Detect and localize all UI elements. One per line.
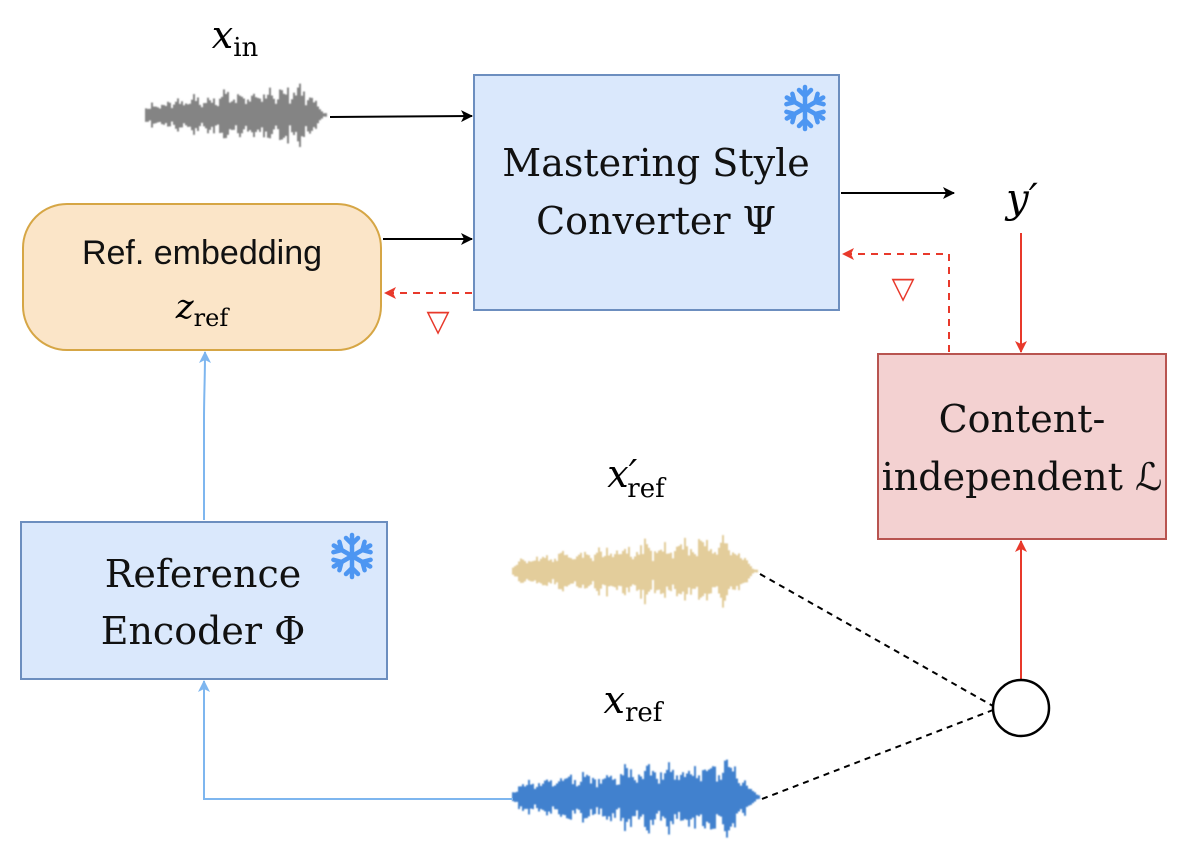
input-waveform (145, 83, 327, 148)
loss-box (877, 353, 1167, 540)
embedding-label-line1: Ref. embedding (82, 234, 322, 272)
converter-label-line1: Mastering Style (502, 141, 809, 185)
gradient-symbol: ▽ (891, 271, 914, 306)
arrow-reference-to-encoder (198, 680, 513, 800)
arrow-input-to-converter (329, 110, 473, 123)
encoder-label-line1: Reference (105, 552, 302, 596)
arrow-encoder-to-embedding (198, 351, 211, 520)
x-ref-label: xref (604, 678, 665, 728)
embedding-variable: zref (175, 287, 231, 332)
loss-label-line2: independent ℒ (882, 455, 1163, 499)
connector-refprime-to-circle (759, 573, 994, 707)
embedding-box (22, 203, 382, 351)
x-in-label: xin (212, 13, 259, 63)
comparison-circle (991, 678, 1051, 738)
gradient-loss-to-converter (842, 248, 950, 352)
x-ref-prime-label: x′ref (607, 452, 667, 504)
converter-label-line2: Converter Ψ (536, 199, 776, 243)
reference-prime-waveform (512, 535, 758, 608)
reference-waveform (512, 759, 760, 838)
encoder-box (20, 521, 388, 680)
gradient-symbol: ▽ (426, 304, 449, 339)
y-prime-label: y′ (1004, 176, 1038, 222)
converter-box (473, 74, 840, 311)
loss-label-line1: Content- (939, 397, 1106, 441)
encoder-label-line2: Encoder Φ (101, 609, 306, 653)
connector-ref-to-circle (761, 709, 994, 800)
